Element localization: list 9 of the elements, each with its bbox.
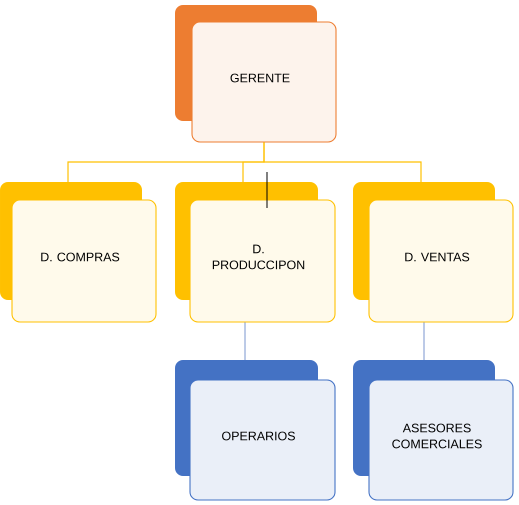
org-box: GERENTE — [175, 5, 337, 143]
org-box: OPERARIOS — [175, 360, 336, 501]
org-box: D. COMPRAS — [0, 182, 157, 323]
connector-line — [244, 322, 246, 360]
org-box: ASESORES COMERCIALES — [353, 360, 514, 501]
connector-line — [263, 142, 422, 182]
org-box: D. PRODUCCIPON — [175, 182, 336, 323]
connector-line — [423, 322, 425, 360]
org-box: D. VENTAS — [353, 182, 514, 323]
